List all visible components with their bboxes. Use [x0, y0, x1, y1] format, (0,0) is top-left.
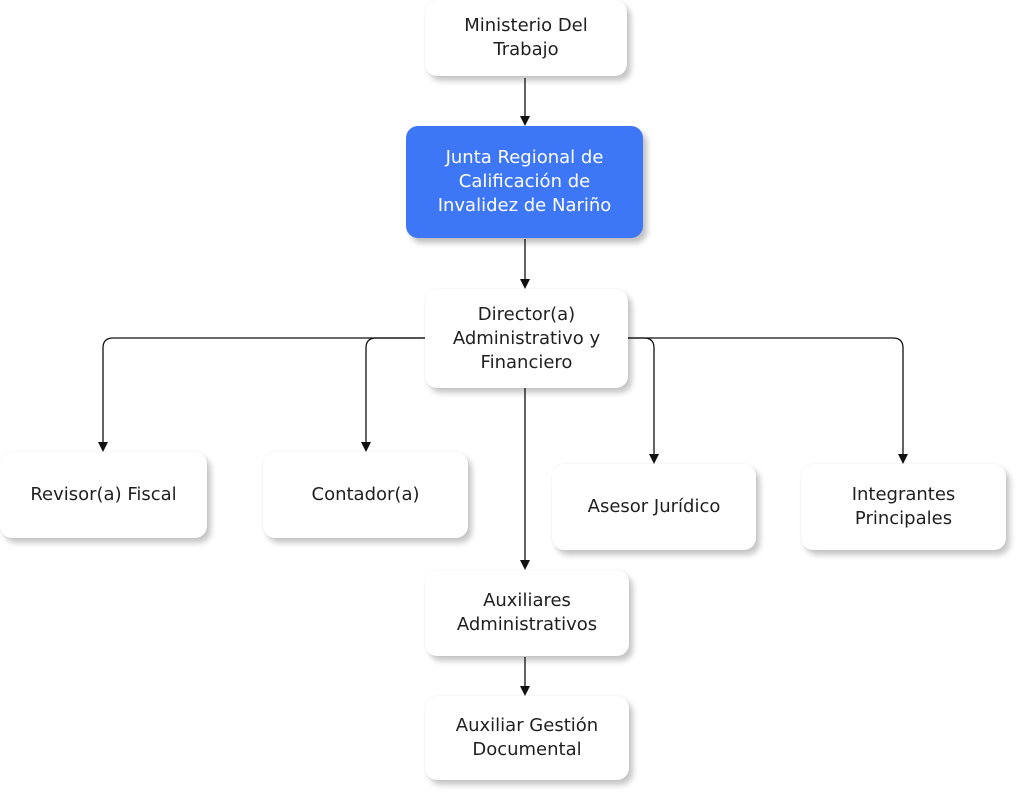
node-auxiliar-gestion-documental: Auxiliar Gestión Documental: [425, 696, 629, 780]
node-ministerio-del-trabajo: Ministerio Del Trabajo: [425, 0, 627, 76]
edge-director-integrantes: [628, 337, 908, 464]
node-label: Junta Regional de Calificación de Invali…: [437, 147, 612, 216]
node-contador: Contador(a): [263, 452, 468, 538]
node-integrantes-principales: Integrantes Principales: [801, 464, 1006, 550]
node-label: Contador(a): [311, 484, 420, 505]
edge-director-revisor: [98, 337, 425, 452]
node-label: Asesor Jurídico: [587, 496, 721, 517]
node-director: Director(a) Administrativo y Financiero: [425, 289, 628, 388]
node-label: Auxiliar Gestión Documental: [455, 715, 599, 760]
node-label: Revisor(a) Fiscal: [30, 484, 177, 505]
edge-director-asesor: [628, 337, 659, 464]
node-junta-regional: Junta Regional de Calificación de Invali…: [406, 126, 643, 238]
node-auxiliares-administrativos: Auxiliares Administrativos: [425, 570, 629, 656]
node-label: Auxiliares Administrativos: [456, 590, 598, 635]
edge-director-contador: [361, 337, 425, 452]
node-asesor-juridico: Asesor Jurídico: [552, 464, 756, 550]
node-label: Integrantes Principales: [851, 484, 956, 529]
node-revisor-fiscal: Revisor(a) Fiscal: [0, 452, 207, 538]
node-label: Ministerio Del Trabajo: [464, 15, 588, 60]
node-label: Director(a) Administrativo y Financiero: [452, 303, 601, 373]
